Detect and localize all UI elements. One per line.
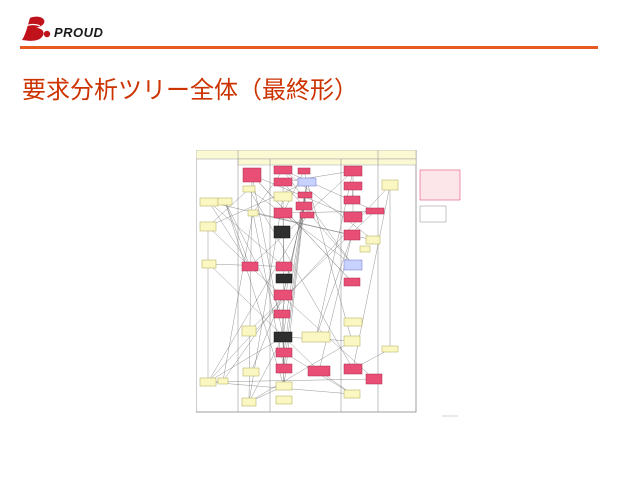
- requirement-edge: [207, 336, 284, 383]
- requirement-node: [343, 195, 361, 205]
- requirement-node: [199, 197, 219, 207]
- requirement-node: [275, 395, 293, 405]
- requirement-edge: [315, 234, 353, 338]
- requirement-edge: [252, 169, 284, 214]
- requirement-edge: [224, 201, 251, 267]
- logo-text: PROUD: [54, 25, 104, 40]
- requirement-node: [241, 397, 257, 407]
- requirement-node: [343, 211, 363, 223]
- requirement-node: [365, 235, 381, 245]
- slide-title: 要求分析ツリー全体（最終形）: [22, 76, 358, 104]
- requirement-edge: [222, 294, 284, 382]
- requirement-node: [273, 225, 291, 239]
- requirement-edge: [208, 201, 353, 236]
- requirement-node: [201, 259, 217, 269]
- requirement-edge: [282, 170, 354, 183]
- requirement-node: [359, 245, 371, 253]
- requirement-node: [275, 363, 293, 374]
- requirement-node: [343, 277, 361, 287]
- requirement-node: [343, 389, 361, 399]
- requirement-node: [241, 325, 257, 337]
- requirement-edge: [207, 214, 308, 383]
- requirement-node: [343, 259, 363, 271]
- requirement-node: [343, 181, 363, 191]
- requirement-node: [365, 373, 383, 385]
- requirement-node: [307, 365, 331, 377]
- requirement-edge: [282, 210, 376, 214]
- requirement-edge: [252, 212, 285, 369]
- lane-header-top: [196, 150, 417, 160]
- requirement-tree-svg: [196, 150, 461, 417]
- requirement-edge: [249, 170, 354, 267]
- logo-mark-icon: [22, 16, 51, 41]
- requirement-edge: [282, 169, 354, 266]
- requirement-edge: [224, 201, 285, 387]
- requirement-node: [343, 363, 363, 375]
- requirement-edge: [207, 226, 251, 267]
- requirement-node: [275, 273, 293, 284]
- requirement-edge: [208, 201, 251, 267]
- requirement-edge: [318, 234, 353, 372]
- requirement-node: [381, 179, 399, 191]
- note-box: [419, 169, 461, 201]
- requirement-node: [217, 377, 229, 385]
- requirement-node: [242, 367, 260, 377]
- requirement-edge: [248, 188, 354, 266]
- requirement-node: [242, 185, 256, 193]
- requirement-node: [273, 165, 293, 175]
- requirement-node: [242, 167, 262, 183]
- requirement-node: [199, 377, 217, 387]
- requirement-edge: [249, 266, 375, 380]
- requirement-edge: [207, 188, 250, 227]
- requirement-edge: [222, 212, 254, 382]
- requirement-edge: [208, 201, 285, 267]
- requirement-edge: [248, 340, 353, 403]
- requirement-edge: [303, 170, 353, 342]
- requirement-node: [343, 229, 361, 241]
- requirement-node: [297, 191, 313, 199]
- requirement-edge: [283, 194, 306, 353]
- requirement-node: [247, 209, 259, 217]
- requirement-edge: [248, 188, 354, 370]
- requirement-edge: [207, 181, 308, 227]
- requirement-node: [297, 167, 311, 175]
- requirement-node: [343, 165, 363, 177]
- requirement-node: [343, 317, 363, 327]
- requirement-edge: [224, 201, 283, 315]
- requirement-node: [273, 191, 293, 202]
- requirement-node: [273, 289, 293, 301]
- header-rule: [20, 46, 598, 49]
- lane-header-sub: [237, 158, 417, 166]
- requirement-node: [241, 261, 259, 272]
- requirement-edge: [282, 181, 354, 266]
- requirement-tree-diagram: [196, 150, 466, 420]
- requirement-node: [299, 211, 315, 219]
- requirement-edge: [251, 174, 353, 283]
- requirement-node: [275, 347, 293, 358]
- requirement-node: [343, 335, 361, 347]
- requirement-edge: [208, 263, 320, 372]
- requirement-node: [297, 177, 317, 187]
- requirement-node: [275, 261, 293, 272]
- requirement-node: [217, 197, 233, 206]
- requirement-node: [295, 201, 313, 211]
- requirement-node: [273, 177, 293, 187]
- requirement-node: [365, 207, 385, 215]
- beproud-logo: PROUD: [20, 14, 110, 44]
- legend-box: [419, 205, 447, 223]
- requirement-node: [275, 381, 293, 391]
- requirement-node: [273, 207, 293, 219]
- tree-nodes: [199, 165, 399, 407]
- requirement-node: [199, 221, 217, 232]
- requirement-node: [273, 309, 291, 319]
- requirement-node: [273, 331, 293, 343]
- requirement-edge: [250, 294, 284, 373]
- requirement-edge: [207, 378, 375, 383]
- requirement-node: [301, 331, 331, 343]
- requirement-node: [381, 345, 399, 353]
